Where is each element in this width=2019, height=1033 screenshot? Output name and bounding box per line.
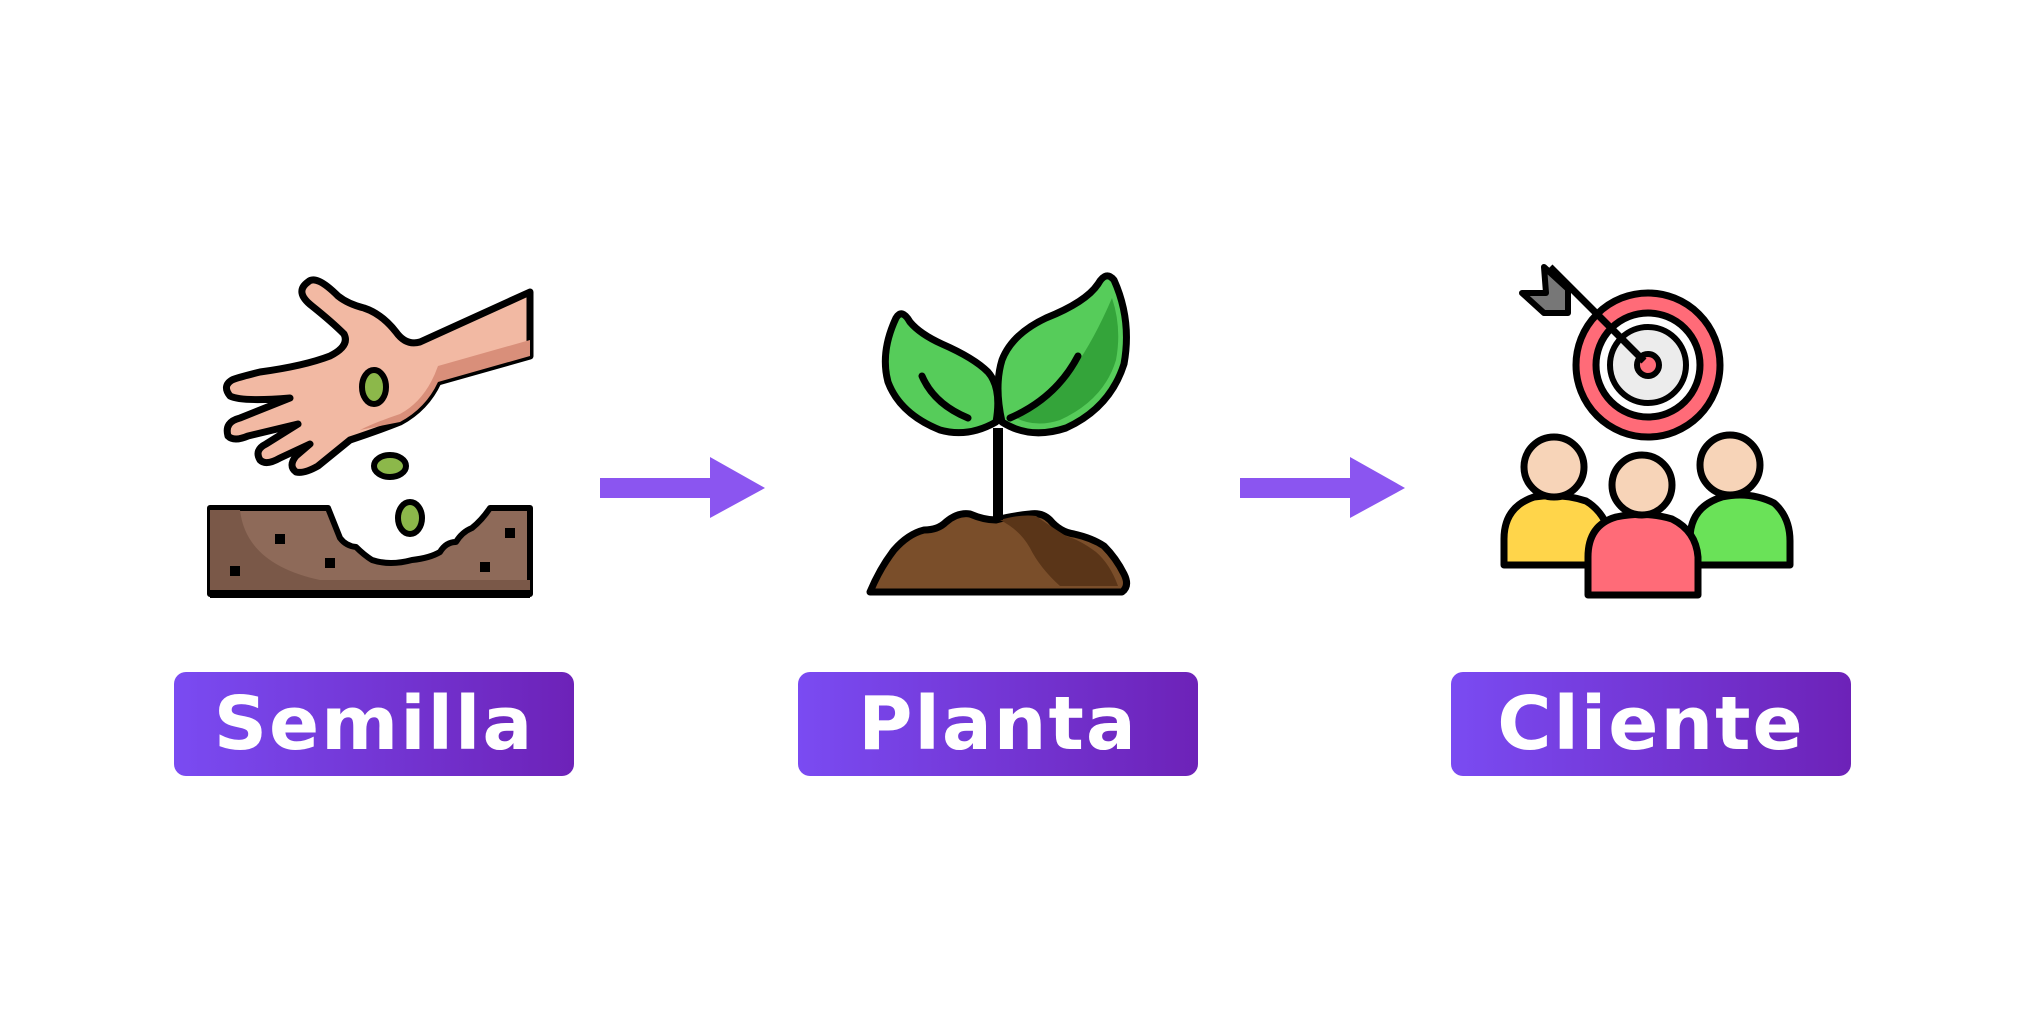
step-label-text: Cliente <box>1497 681 1805 767</box>
step-label-text: Planta <box>858 681 1138 767</box>
hand-sowing-seed-icon <box>207 276 534 598</box>
sprout-plant-icon <box>866 272 1131 596</box>
step-label-planta: Planta <box>798 672 1198 776</box>
step-label-text: Semilla <box>213 681 535 767</box>
step-label-cliente: Cliente <box>1451 672 1851 776</box>
step-label-semilla: Semilla <box>174 672 574 776</box>
customers-target-icon <box>1500 264 1794 599</box>
arrow-right-icon <box>600 457 765 518</box>
arrow-right-icon <box>1240 457 1405 518</box>
